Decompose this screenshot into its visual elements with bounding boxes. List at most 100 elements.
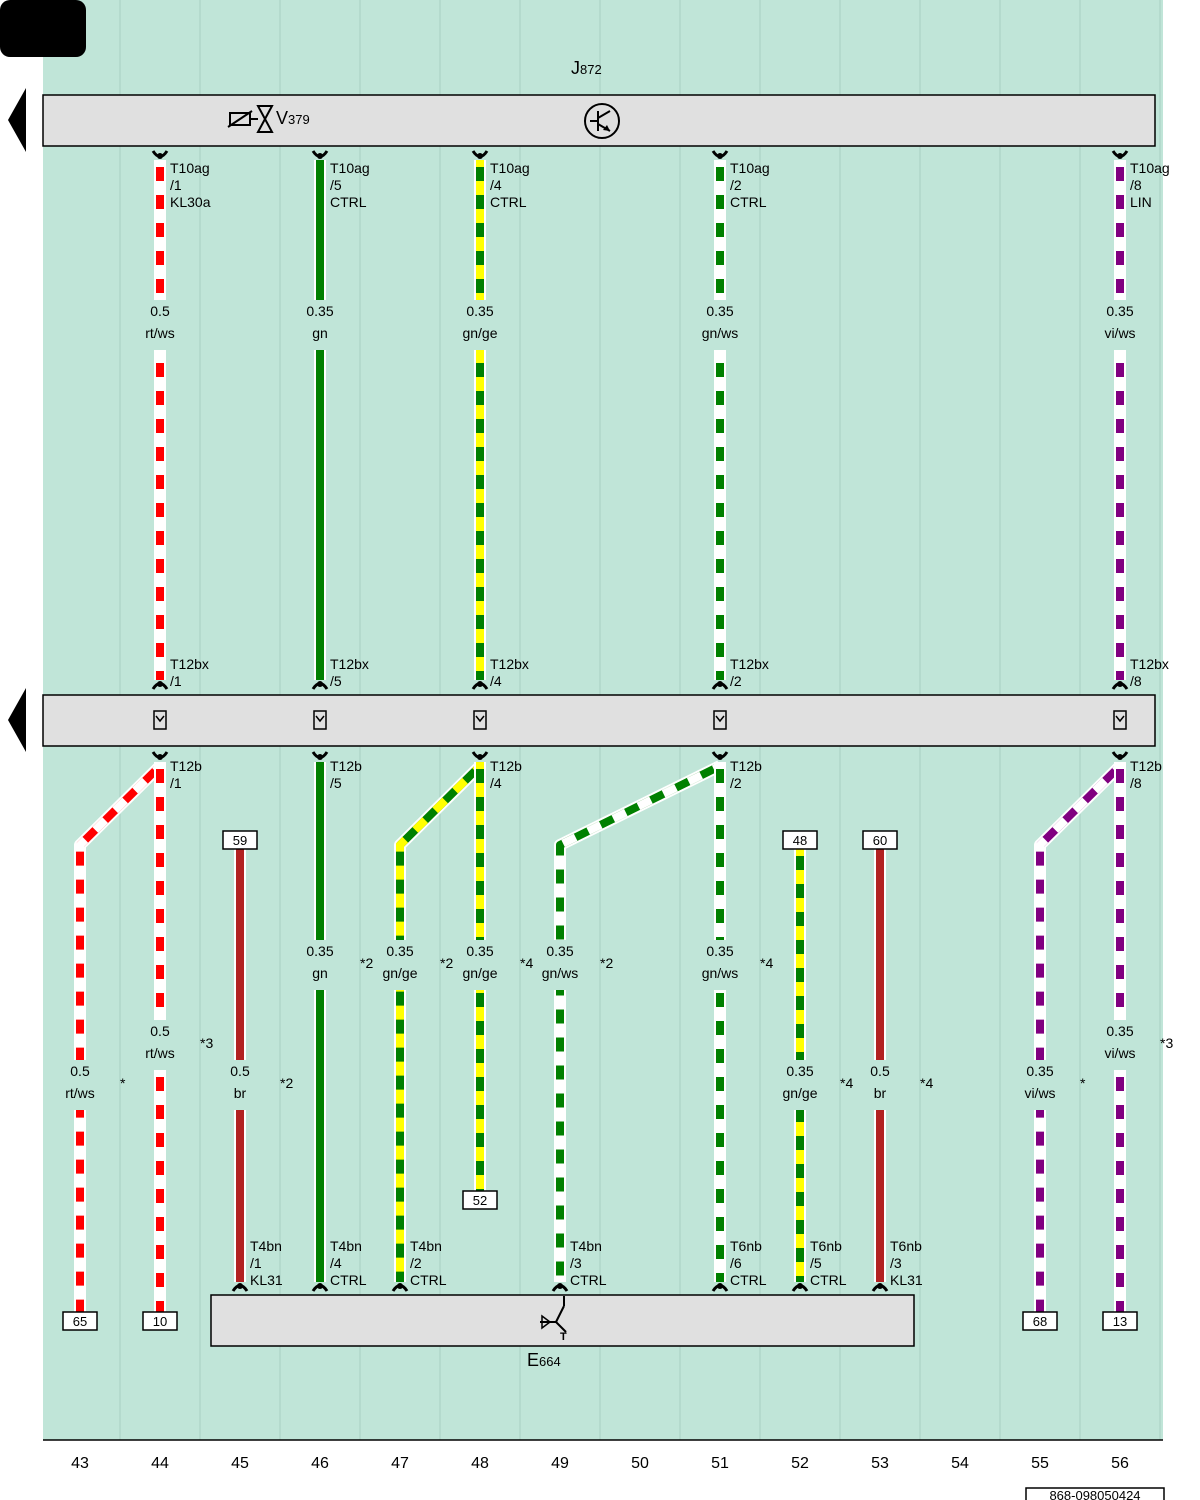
pin-label: /2 — [730, 775, 742, 791]
connector-pin-top-dot — [1117, 153, 1123, 159]
connector-pin-bottom-dot — [717, 681, 723, 687]
pin-label: /6 — [730, 1255, 742, 1271]
reference-start-45: 59 — [233, 833, 247, 848]
component-v379-label: V379 — [276, 108, 310, 128]
connector-pin-bottom — [1111, 681, 1129, 690]
pin-label: /3 — [570, 1255, 582, 1271]
pin-label: /5 — [330, 673, 342, 689]
column-number: 48 — [471, 1455, 489, 1472]
connector-label: T12b — [170, 758, 202, 774]
connector-pin-top-dot — [157, 754, 163, 760]
connector-pin-bottom-dot — [477, 681, 483, 687]
signal-label: CTRL — [410, 1272, 447, 1288]
wire-size-label: 0.35 — [1026, 1063, 1053, 1079]
reference-end-56: 13 — [1113, 1314, 1127, 1329]
svg-text:T: T — [560, 1331, 567, 1343]
connector-pin-top-dot — [317, 754, 323, 760]
wire-size-label: 0.5 — [230, 1063, 250, 1079]
connector-pin-top-dot — [157, 153, 163, 159]
wire-55-lower-stripe — [1036, 763, 1123, 1312]
connector-icon-body — [473, 710, 487, 730]
column-number: 49 — [551, 1455, 569, 1472]
reference-start-52-box — [782, 830, 818, 850]
footnote-marker: * — [120, 1075, 126, 1091]
connector-pin-top — [1111, 751, 1129, 760]
wire-label-bg — [538, 940, 582, 990]
wire-size-label: 0.35 — [466, 303, 493, 319]
connector-label: T12b — [1130, 758, 1162, 774]
wire-label-bg — [1018, 1060, 1062, 1110]
wire-color-label: gn — [312, 965, 328, 981]
connector-label: T6nb — [810, 1238, 842, 1254]
connector-pin-bottom — [791, 1283, 809, 1292]
reference-end-44-box — [142, 1311, 178, 1331]
pin-label: /4 — [330, 1255, 342, 1271]
connector-pin-top — [471, 751, 489, 760]
wire-label-bg — [458, 300, 502, 350]
connector-icon-body — [313, 710, 327, 730]
connector-pin-bottom — [871, 1283, 889, 1292]
signal-label: CTRL — [730, 194, 767, 210]
connector-icon-body — [1113, 710, 1127, 730]
connector-icon-chevron — [1115, 715, 1125, 723]
doc-number-box — [1025, 1487, 1165, 1500]
column-number: 44 — [151, 1455, 169, 1472]
connector-pin-bottom — [231, 1283, 249, 1292]
arrow-left-icon — [8, 688, 26, 752]
signal-label: CTRL — [490, 194, 527, 210]
connector-icon — [313, 710, 327, 730]
wire-size-label: 0.35 — [1106, 1023, 1133, 1039]
signal-label: KL31 — [250, 1272, 283, 1288]
wire-color-label: gn/ge — [462, 965, 497, 981]
wire-labels: T10ag/1KL30aT12bx/10.5rt/wsT10ag/5CTRLT1… — [58, 160, 1173, 1288]
column-number: 43 — [71, 1455, 89, 1472]
wire-49-lower-stripe — [556, 762, 722, 1282]
connector-label: T12bx — [170, 656, 209, 672]
reference-end-48: 52 — [473, 1193, 487, 1208]
connector-icon-chevron — [315, 715, 325, 723]
column-number: 52 — [791, 1455, 809, 1472]
signal-label: CTRL — [810, 1272, 847, 1288]
column-number: 45 — [231, 1455, 249, 1472]
reference-start-53-box — [862, 830, 898, 850]
column-number: 55 — [1031, 1455, 1049, 1472]
connector-icon — [713, 710, 727, 730]
pin-label: /1 — [170, 775, 182, 791]
wire-color-label: vi/ws — [1104, 1045, 1135, 1061]
connector-pin-top — [311, 751, 329, 760]
connector-label: T12b — [730, 758, 762, 774]
component-e664-label: E664 — [527, 1350, 561, 1370]
connector-station-bar — [42, 694, 1156, 747]
wire-label-bg — [218, 1060, 262, 1110]
wire-size-label: 0.5 — [870, 1063, 890, 1079]
connector-icon — [473, 710, 487, 730]
arrow-left-icon — [8, 88, 26, 152]
wire-label-bg — [138, 300, 182, 350]
connector-icon-chevron — [475, 715, 485, 723]
signal-label: CTRL — [570, 1272, 607, 1288]
reference-end-56-box — [1102, 1311, 1138, 1331]
connector-pin-bottom — [311, 1283, 329, 1292]
connector-label: T10ag — [170, 160, 210, 176]
wire-color-label: gn — [312, 325, 328, 341]
pin-label: /2 — [410, 1255, 422, 1271]
connector-icon-chevron — [715, 715, 725, 723]
wire-color-label: rt/ws — [65, 1085, 95, 1101]
wire-color-label: gn/ws — [702, 325, 739, 341]
wire-label-bg — [458, 940, 502, 990]
footnote-marker: *2 — [280, 1075, 293, 1091]
column-number: 46 — [311, 1455, 329, 1472]
connector-pin-top-dot — [717, 754, 723, 760]
wire-size-label: 0.5 — [70, 1063, 90, 1079]
wire-size-label: 0.35 — [546, 943, 573, 959]
connector-label: T12bx — [490, 656, 529, 672]
wire-size-label: 0.5 — [150, 303, 170, 319]
pin-label: /5 — [810, 1255, 822, 1271]
wire-47-lower-stripe — [396, 763, 483, 1282]
wire-color-label: br — [234, 1085, 247, 1101]
connector-label: T10ag — [1130, 160, 1170, 176]
connector-label: T4bn — [330, 1238, 362, 1254]
signal-label: LIN — [1130, 194, 1152, 210]
